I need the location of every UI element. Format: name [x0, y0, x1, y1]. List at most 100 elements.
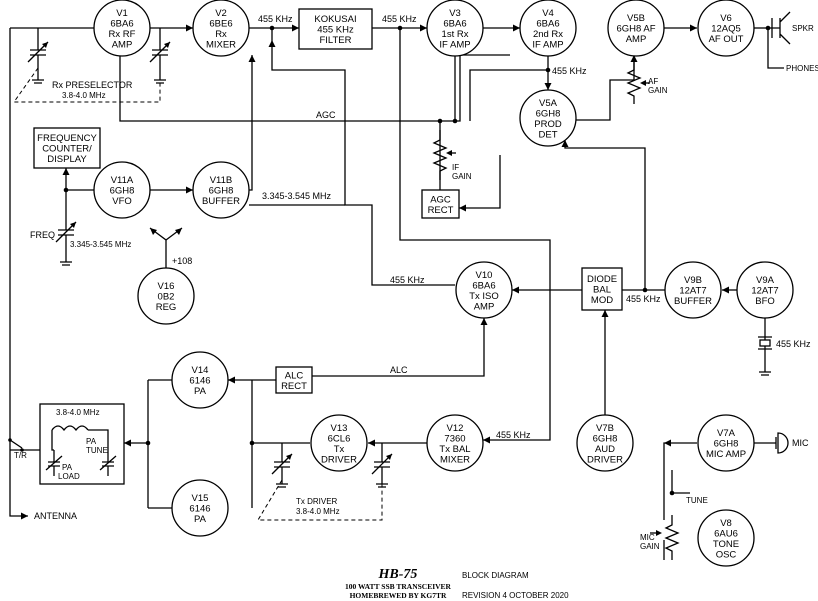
tube-v1-circle — [93, 0, 151, 57]
label-mic-gain-1: MIC — [640, 533, 655, 542]
tube-v3-line-0: V3 — [449, 8, 461, 19]
label-freq: FREQ — [30, 230, 55, 240]
tube-v13-line-2: Tx — [334, 444, 345, 455]
tube-v1-line-1: 6BA6 — [110, 18, 133, 29]
if-gain-potentiometer — [432, 130, 456, 180]
tube-v10-line-1: 6BA6 — [472, 280, 495, 291]
tube-v1-line-2: Rx RF — [109, 29, 136, 40]
tube-v12-line-2: Tx BAL — [439, 444, 470, 455]
label-455-d: 455 KHz — [390, 275, 425, 285]
tube-v14-line-2: PA — [194, 386, 207, 397]
antenna-icon — [21, 512, 28, 520]
tube-v6-line-0: V6 — [720, 13, 732, 24]
tube-v9b-circle — [664, 261, 722, 319]
label-phones: PHONES — [786, 64, 818, 73]
box-alc-rect-line-0: ALC — [285, 370, 304, 381]
tube-v12-circle — [426, 414, 484, 472]
tube-v5a-line-2: PROD — [534, 119, 562, 130]
box-diode-bal-mod-line-1: BAL — [593, 285, 611, 296]
tx-driver-capacitor-2 — [371, 443, 393, 488]
tube-v9b-line-1: 12AT7 — [679, 286, 706, 297]
block-diagram-label: BLOCK DIAGRAM — [462, 571, 529, 580]
box-kokusai-line-1: 455 KHz — [317, 25, 354, 36]
tube-v7b-line-3: DRIVER — [587, 454, 623, 465]
box-diode-bal-mod-line-0: DIODE — [587, 274, 617, 285]
mic-icon — [775, 432, 789, 454]
box-diode-bal-mod-frame — [581, 267, 623, 311]
tube-v10-line-2: Tx ISO — [469, 291, 499, 302]
tube-v11b-line-2: BUFFER — [202, 196, 240, 207]
crystal-icon — [758, 336, 772, 376]
tube-v15-line-0: V15 — [192, 493, 209, 504]
label-antenna: ANTENNA — [34, 511, 77, 521]
labels: 455 KHz 455 KHz 455 KHz 455 KHz 455 KHz … — [14, 14, 818, 551]
tube-v3-line-1: 6BA6 — [443, 18, 466, 29]
label-mic: MIC — [792, 438, 809, 448]
tube-v2-line-3: MIXER — [206, 39, 236, 50]
tube-v7a-circle — [697, 414, 755, 472]
label-af-gain-1: AF — [648, 77, 658, 86]
label-pa-load-2: LOAD — [58, 472, 80, 481]
tube-v5a-line-1: 6GH8 — [536, 108, 561, 119]
tube-v5a-line-3: DET — [539, 129, 558, 140]
label-tx-driver-1: Tx DRIVER — [296, 497, 338, 506]
box-alc-rect-frame — [275, 366, 313, 394]
label-tr: T/R — [14, 451, 27, 460]
tube-v14-line-1: 6146 — [189, 376, 210, 387]
mic-gain-potentiometer — [650, 515, 680, 560]
tube-v3-circle — [426, 0, 484, 57]
tube-v15-circle — [171, 479, 229, 537]
tube-v5a-line-0: V5A — [539, 98, 558, 109]
box-freq-counter-line-0: FREQUENCY — [37, 133, 97, 144]
tube-v9a-line-0: V9A — [756, 275, 775, 286]
box-freq-counter-line-1: COUNTER/ — [42, 144, 92, 155]
tube-v4-line-3: IF AMP — [532, 39, 563, 50]
tube-v13-circle — [310, 414, 368, 472]
label-af-gain-2: GAIN — [648, 86, 668, 95]
label-if-gain-1: IF — [452, 163, 459, 172]
box-freq-counter-frame — [33, 127, 101, 169]
tube-v5b-line-0: V5B — [627, 13, 645, 24]
tube-v7a-line-0: V7A — [717, 428, 736, 439]
tube-v8-line-1: 6AU6 — [714, 528, 738, 539]
label-plus108: +108 — [172, 256, 192, 266]
box-agc-rect-line-0: AGC — [430, 194, 451, 205]
tube-v16-line-2: REG — [156, 302, 177, 313]
tube-v1-line-0: V1 — [116, 8, 128, 19]
tube-v9a-line-1: 12AT7 — [751, 286, 778, 297]
label-455-a: 455 KHz — [258, 14, 293, 24]
title-block: HB-75 100 WATT SSB TRANSCEIVER HOMEBREWE… — [345, 567, 569, 600]
tube-v6-circle — [697, 0, 755, 57]
tx-driver-capacitor-1 — [271, 443, 293, 488]
tube-v8-line-0: V8 — [720, 518, 732, 529]
tube-v11b-line-0: V11B — [210, 175, 233, 186]
tube-v6-line-2: AF OUT — [709, 34, 744, 45]
tube-v13-line-3: DRIVER — [321, 454, 357, 465]
label-455-c: 455 KHz — [552, 66, 587, 76]
tube-v5a-circle — [519, 89, 577, 147]
tube-v13-line-0: V13 — [331, 423, 348, 434]
label-alc: ALC — [390, 365, 408, 375]
vfo-capacitor — [55, 205, 77, 266]
tube-v12-line-3: MIXER — [440, 454, 470, 465]
label-rx-preselector-1: Rx PRESELECTOR — [52, 80, 133, 90]
label-pa-load-1: PA — [62, 463, 73, 472]
tube-v11a-line-1: 6GH8 — [110, 186, 135, 197]
tube-v2-circle — [192, 0, 250, 57]
tube-v7b-line-0: V7B — [596, 423, 614, 434]
box-diode-bal-mod-line-2: MOD — [591, 295, 613, 306]
speaker-icon — [768, 11, 791, 45]
tube-v4-line-1: 6BA6 — [536, 18, 559, 29]
tube-v14-line-0: V14 — [192, 365, 209, 376]
